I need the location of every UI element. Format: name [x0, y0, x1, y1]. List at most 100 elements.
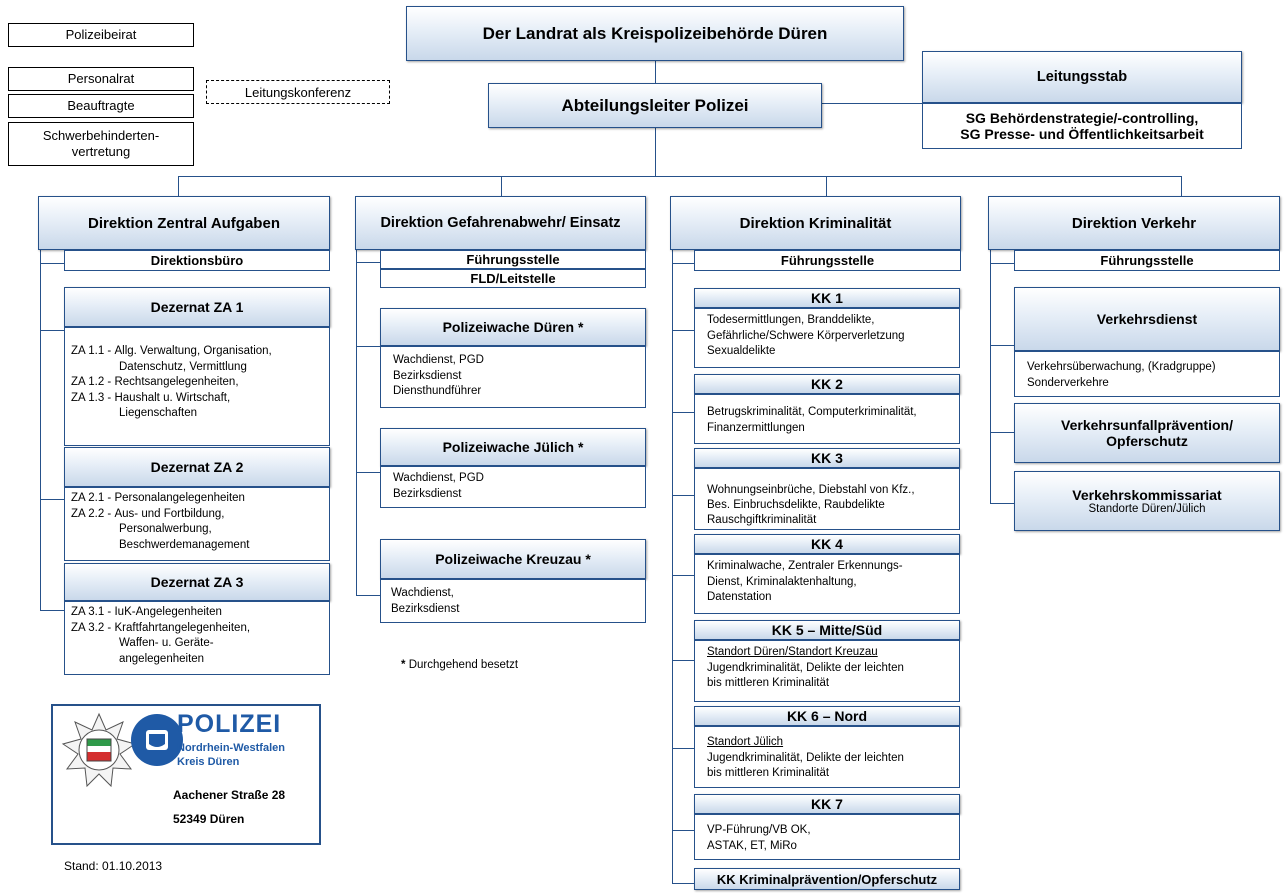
- kk6-title: KK 6 – Nord: [786, 708, 868, 724]
- stand-date: Stand: 01.10.2013: [64, 859, 163, 873]
- beauftragte-box: Beauftragte: [8, 94, 194, 118]
- za3-line: ZA 3.1 - IuK-Angelegenheiten: [71, 605, 323, 621]
- polizeiwache-juelich-header: Polizeiwache Jülich *: [380, 428, 646, 466]
- connector-line: [356, 346, 380, 347]
- address-city: 52349 Düren: [173, 812, 245, 826]
- direktion-vk-header: Direktion Verkehr: [988, 196, 1280, 250]
- verkehrsunfallpraevention-line-1: Verkehrsunfallprävention/: [1061, 417, 1233, 433]
- verkehrsdienst-title: Verkehrsdienst: [1096, 311, 1198, 327]
- za1-line: Datenschutz, Vermittlung: [71, 360, 323, 376]
- verkehrsunfallpraevention-box: Verkehrsunfallprävention/ Opferschutz: [1014, 403, 1280, 463]
- direktion-kr-header: Direktion Kriminalität: [670, 196, 961, 250]
- za3-line: Waffen- u. Geräte-: [71, 636, 323, 652]
- connector-line: [40, 263, 64, 264]
- polizei-logo-box: POLIZEI Nordrhein-Westfalen Kreis Düren …: [51, 704, 321, 845]
- za2-line: Personalwerbung,: [71, 522, 323, 538]
- za1-text: Haushalt u. Wirtschaft,: [114, 391, 231, 404]
- kk3-header: KK 3: [694, 448, 960, 468]
- polizeiwache-kreuzau-header: Polizeiwache Kreuzau *: [380, 539, 646, 579]
- polizeibeirat-box: Polizeibeirat: [8, 23, 194, 47]
- za3-text: Kraftfahrtangelegenheiten,: [114, 621, 251, 634]
- kk7-line: VP-Führung/VB OK,: [707, 824, 811, 836]
- polizeiwache-kreuzau-body: Wachdienst, Bezirksdienst: [380, 579, 646, 623]
- kk5-line: Jugendkriminalität, Delikte der leichten: [707, 661, 904, 674]
- za2-line: ZA 2.1 - Personalangelegenheiten: [71, 491, 323, 507]
- kk6-line: Jugendkriminalität, Delikte der leichten: [707, 751, 904, 764]
- za1-code: ZA 1.2 -: [71, 376, 112, 389]
- direktion-ge-header: Direktion Gefahrenabwehr/ Einsatz: [355, 196, 646, 250]
- polizeiwache-kreuzau-title: Polizeiwache Kreuzau *: [435, 551, 591, 567]
- kk6-header: KK 6 – Nord: [694, 706, 960, 726]
- nrw-label: Nordrhein-Westfalen: [177, 742, 285, 754]
- kk1-body: Todesermittlungen, Branddelikte, Gefährl…: [694, 308, 960, 368]
- za3-line: angelegenheiten: [71, 652, 323, 668]
- kk7-line: ASTAK, ET, MiRo: [707, 839, 797, 852]
- wache-dueren-line: Wachdienst, PGD: [393, 354, 484, 366]
- kreis-label: Kreis Düren: [177, 756, 240, 768]
- connector-line: [356, 262, 380, 263]
- kk3-line: Wohnungseinbrüche, Diebstahl von Kfz.,: [707, 484, 915, 496]
- polizeiwache-juelich-title: Polizeiwache Jülich *: [442, 439, 584, 455]
- leitungsstab-detail-line-1: SG Behördenstrategie/-controlling,: [965, 110, 1199, 126]
- leitungsstab-title: Leitungsstab: [1036, 69, 1128, 85]
- footnote-star: *: [401, 659, 406, 671]
- kk5-title: KK 5 – Mitte/Süd: [771, 622, 883, 638]
- kk2-line: Betrugskriminalität, Computerkriminalitä…: [707, 406, 917, 418]
- police-star-icon: [61, 712, 137, 788]
- direktion-za-header: Direktion Zentral Aufgaben: [38, 196, 330, 250]
- za2-code: ZA 2.2 -: [71, 507, 112, 520]
- za1-text: Allg. Verwaltung, Organisation,: [114, 345, 272, 357]
- za3-text: IuK-Angelegenheiten: [114, 606, 222, 618]
- za2-text: Aus- und Fortbildung,: [114, 507, 225, 520]
- landrat-title: Der Landrat als Kreispolizeibehörde Düre…: [482, 23, 828, 43]
- polizeiwache-dueren-body: Wachdienst, PGD Bezirksdienst Diensthund…: [380, 346, 646, 408]
- personalrat-label: Personalrat: [67, 71, 135, 87]
- landrat-box: Der Landrat als Kreispolizeibehörde Düre…: [406, 6, 904, 61]
- direktion-za-title: Direktion Zentral Aufgaben: [88, 214, 280, 232]
- verkehrskommissariat-detail: Standorte Düren/Jülich: [1088, 503, 1206, 515]
- kk2-header: KK 2: [694, 374, 960, 394]
- nrw-emblem-icon: [131, 714, 183, 766]
- za3-text: angelegenheiten: [119, 652, 205, 665]
- verkehrsdienst-line: Verkehrsüberwachung, (Kradgruppe): [1027, 361, 1216, 373]
- schwerbehindertenvertretung-box: Schwerbehinderten- vertretung: [8, 122, 194, 166]
- abteilungsleiter-title: Abteilungsleiter Polizei: [561, 95, 749, 115]
- kk1-line: Todesermittlungen, Branddelikte,: [707, 314, 875, 326]
- schwerbehinderten-line-1: Schwerbehinderten-: [42, 128, 160, 144]
- connector-line: [672, 660, 694, 661]
- polizeibeirat-label: Polizeibeirat: [65, 27, 137, 43]
- connector-line: [40, 499, 64, 500]
- dezernat-za1-title: Dezernat ZA 1: [150, 299, 244, 315]
- footnote: * Durchgehend besetzt: [401, 659, 518, 671]
- za2-text: Personalwerbung,: [119, 523, 212, 536]
- leitungskonferenz-label: Leitungskonferenz: [244, 84, 352, 100]
- connector-line: [501, 176, 502, 196]
- direktion-ge-title: Direktion Gefahrenabwehr/ Einsatz: [380, 215, 621, 231]
- connector-line: [672, 495, 694, 496]
- connector-line: [655, 128, 656, 176]
- dezernat-za1-body: ZA 1.1 - Allg. Verwaltung, Organisation,…: [64, 327, 330, 446]
- za1-code: ZA 1.1 -: [71, 345, 112, 357]
- connector-line: [356, 472, 380, 473]
- wache-juelich-line: Wachdienst, PGD: [393, 472, 484, 484]
- direktion-vk-title: Direktion Verkehr: [1071, 214, 1197, 232]
- wache-dueren-line: Diensthundführer: [393, 385, 482, 398]
- verkehrskommissariat-title: Verkehrskommissariat: [1072, 487, 1222, 503]
- dezernat-za1-header: Dezernat ZA 1: [64, 287, 330, 327]
- connector-line: [40, 610, 64, 611]
- connector-line: [826, 176, 827, 196]
- connector-line: [178, 176, 179, 196]
- kk4-header: KK 4: [694, 534, 960, 554]
- polizei-wordmark: POLIZEI: [177, 710, 282, 738]
- polizeiwache-dueren-header: Polizeiwache Düren *: [380, 308, 646, 346]
- kk3-line: Rauschgiftkriminalität: [707, 513, 817, 526]
- connector-line: [40, 250, 41, 610]
- connector-line: [672, 250, 673, 883]
- wache-kreuzau-line: Wachdienst,: [391, 587, 454, 599]
- kk5-header: KK 5 – Mitte/Süd: [694, 620, 960, 640]
- dezernat-za3-header: Dezernat ZA 3: [64, 563, 330, 601]
- connector-line: [672, 330, 694, 331]
- connector-line: [672, 412, 694, 413]
- kk4-line: Datenstation: [707, 591, 772, 604]
- za3-line: ZA 3.2 - Kraftfahrtangelegenheiten,: [71, 621, 323, 637]
